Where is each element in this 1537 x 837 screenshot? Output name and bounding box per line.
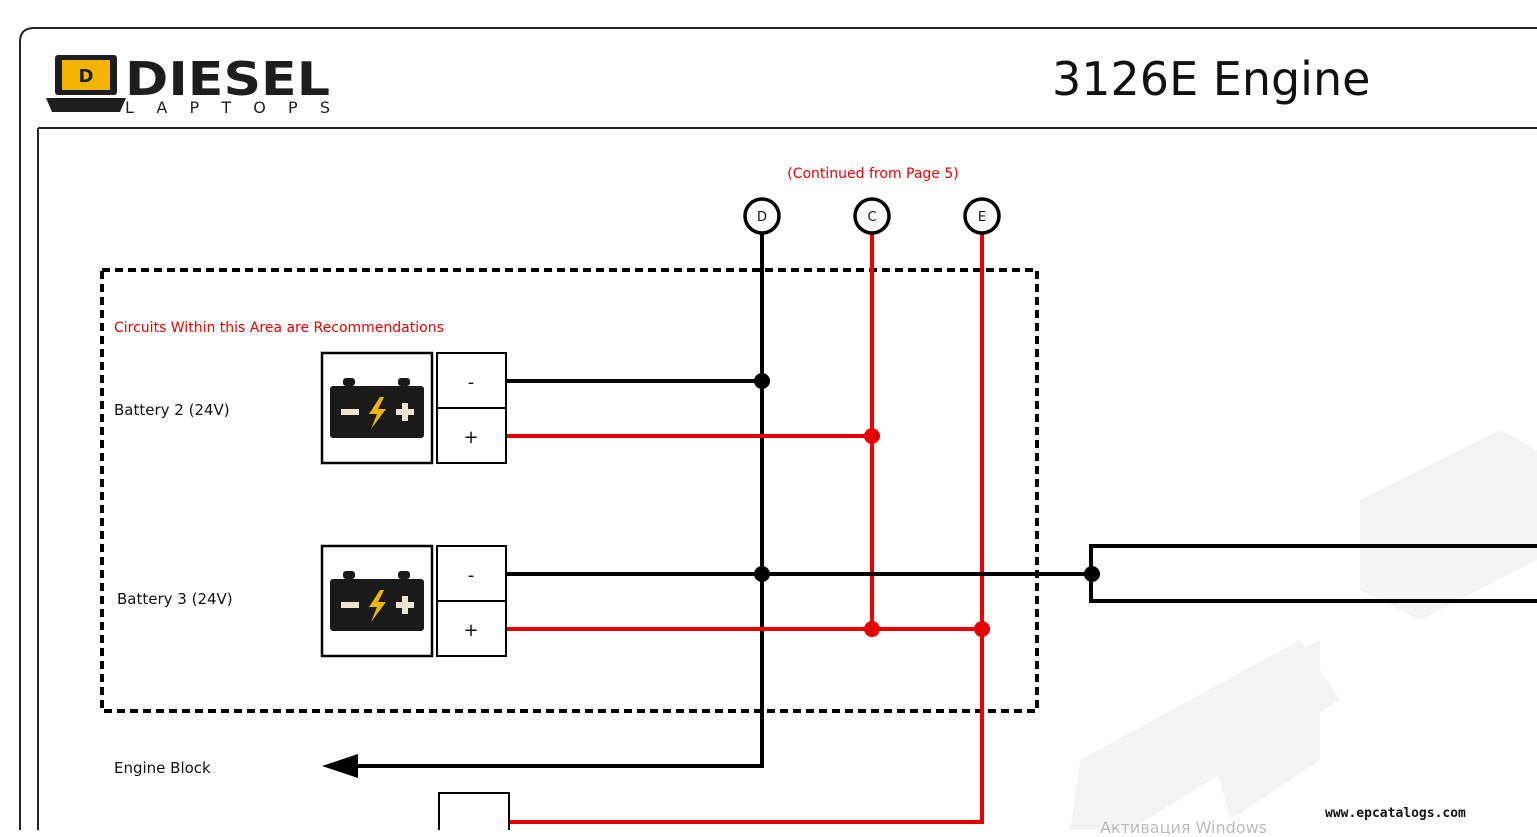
os-activation-watermark: Активация Windows (1100, 818, 1267, 837)
diesel-laptops-logo: D DIESEL LAPTOPS (46, 52, 330, 117)
junction-dot (754, 566, 770, 582)
battery-2-negative-sign: - (468, 372, 475, 393)
battery-3: Battery 3 (24V) - + (117, 544, 507, 658)
wires (352, 234, 1092, 824)
connector-c: C (853, 197, 891, 235)
battery-icon (330, 378, 424, 438)
page-title: 3126E Engine (1052, 52, 1371, 106)
battery-2: Battery 2 (24V) - + (114, 351, 507, 465)
junction-dot (974, 621, 990, 637)
battery-3-negative-sign: - (468, 565, 475, 586)
battery-3-label: Battery 3 (24V) (117, 590, 233, 608)
recommendation-area (100, 268, 1039, 713)
battery-2-terminal-positive (436, 407, 507, 464)
connector-d-label: D (757, 210, 767, 225)
ground-label: Engine Block (114, 759, 211, 777)
junction-dot (864, 621, 880, 637)
logo-icon-letter: D (79, 66, 94, 87)
connector-c-label: C (867, 210, 876, 225)
junction-dot (1084, 566, 1100, 582)
logo-laptop-base (46, 98, 126, 112)
connector-d: D (743, 197, 781, 235)
continued-note: (Continued from Page 5) (787, 166, 959, 182)
connector-e-label: E (978, 210, 986, 225)
junction-dot (864, 428, 880, 444)
logo-main-text: DIESEL (125, 52, 330, 106)
recommendation-note: Circuits Within this Area are Recommenda… (114, 320, 444, 336)
battery-3-terminal-positive (436, 600, 507, 657)
wire-d-ground (352, 234, 764, 768)
ground-arrow (322, 754, 358, 778)
wire-e-positive (510, 234, 984, 824)
junctions (754, 373, 1100, 637)
battery-icon (330, 571, 424, 631)
connector-e: E (963, 197, 1001, 235)
watermark-url: www.epcatalogs.com (1325, 806, 1466, 821)
battery-3-positive-sign: + (463, 620, 478, 641)
battery-2-label: Battery 2 (24V) (114, 401, 230, 419)
background-watermark (1070, 430, 1537, 830)
page-border (19, 27, 1537, 830)
bottom-component-box (438, 792, 510, 830)
junction-dot (754, 373, 770, 389)
battery-2-positive-sign: + (463, 427, 478, 448)
